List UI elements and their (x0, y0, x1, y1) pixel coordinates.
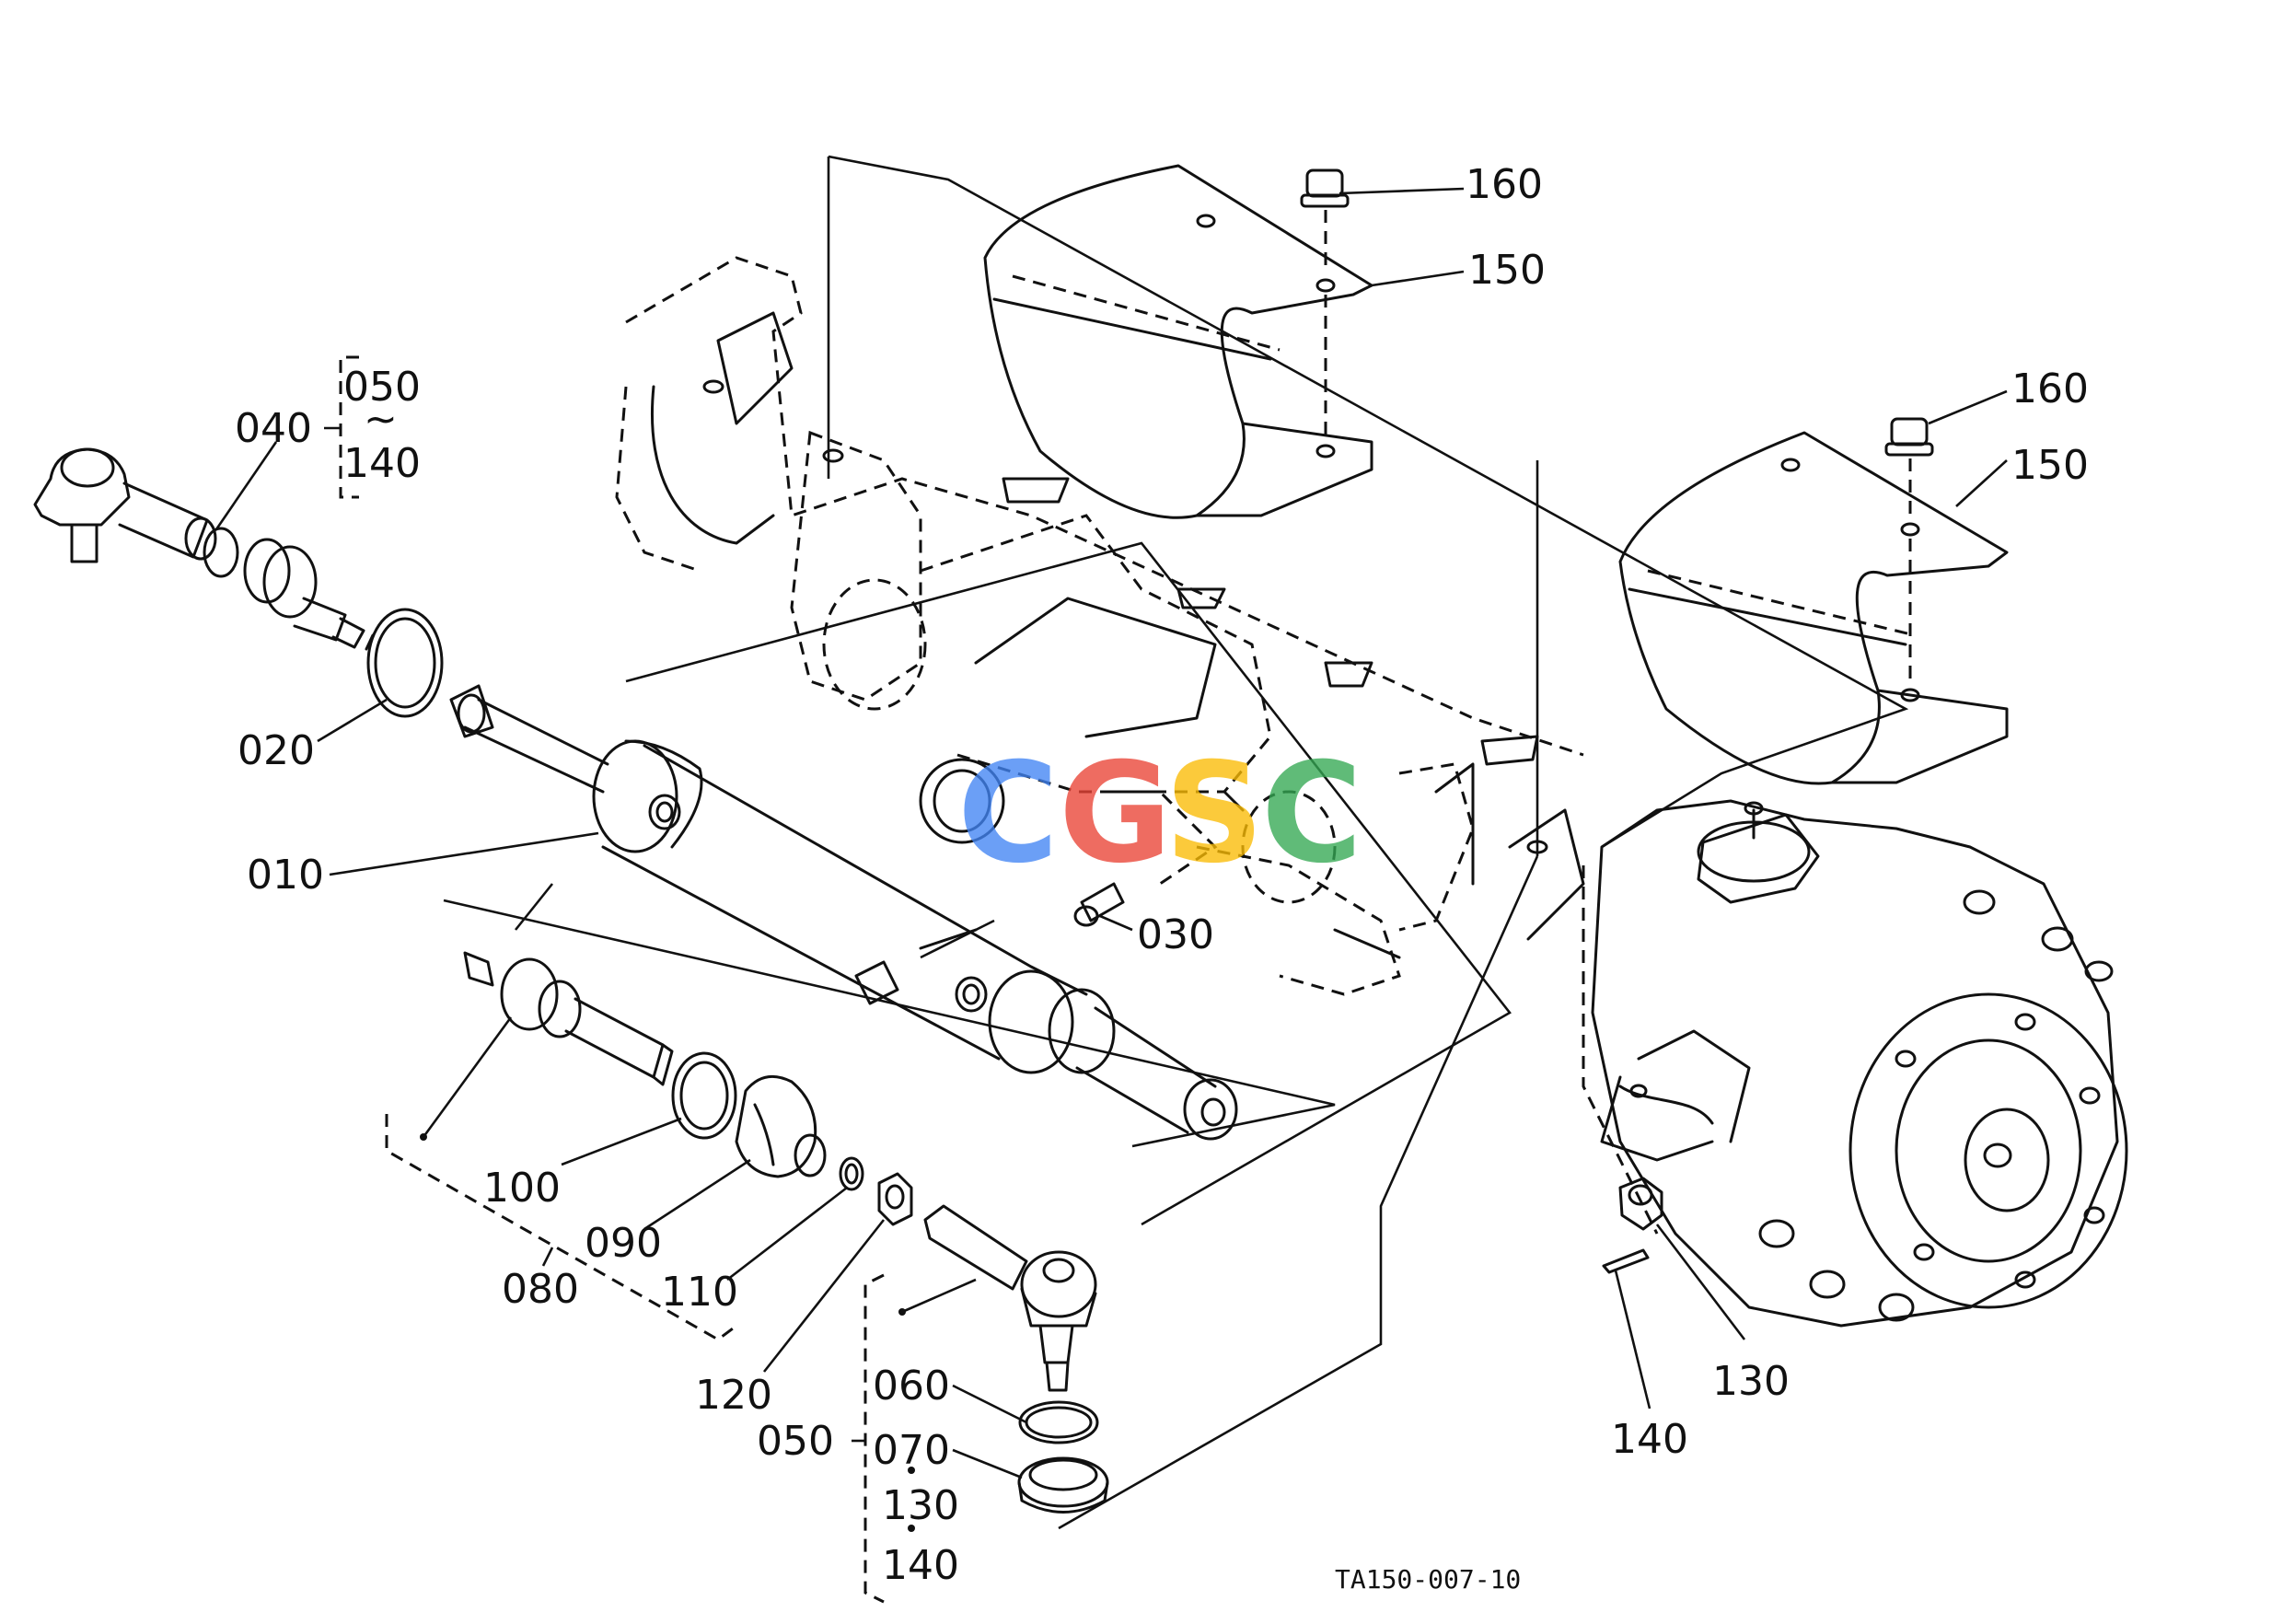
cotter-pin (1602, 1248, 1650, 1274)
watermark-s: S (1165, 734, 1264, 894)
label-050-range-start: 050 (343, 364, 421, 411)
axle-housing (615, 256, 1585, 996)
main-assembly-frame (443, 155, 1909, 1530)
drawing-number: TA150-007-10 (1335, 1564, 1521, 1595)
clip (839, 1156, 864, 1191)
label-130-list: 130 (882, 1482, 959, 1529)
label-110: 110 (661, 1269, 738, 1316)
cover-plate-lower (1618, 431, 2009, 785)
label-040: 040 (235, 405, 312, 452)
label-010: 010 (247, 852, 324, 899)
dust-cap (1017, 1456, 1109, 1514)
dust-boot (735, 1074, 827, 1178)
castle-nut (1618, 1177, 1663, 1231)
label-150-lower: 150 (2011, 442, 2089, 489)
final-drive-hub (1582, 799, 2128, 1328)
label-140-list: 140 (882, 1542, 959, 1589)
watermark-c1: C (957, 734, 1059, 894)
part-labels: 040 050 ~ 140 020 010 030 160 150 160 15… (235, 161, 2089, 1595)
bolt-upper (1300, 168, 1350, 267)
label-020: 020 (238, 727, 315, 774)
watermark-c2: C (1261, 734, 1362, 894)
label-060: 060 (873, 1363, 950, 1409)
group-bracket-080 (385, 1114, 737, 1341)
label-range-tilde: ~ (364, 396, 398, 443)
label-050-assembly: 050 (757, 1418, 834, 1465)
label-130: 130 (1712, 1358, 1790, 1405)
cover-plate-upper (983, 164, 1373, 519)
watermark-g: G (1059, 734, 1172, 894)
label-030: 030 (1137, 911, 1214, 958)
label-160-upper: 160 (1466, 161, 1543, 208)
grease-fitting (1073, 882, 1125, 927)
group-bracket-050 (852, 1273, 885, 1604)
label-120: 120 (695, 1372, 772, 1419)
label-090: 090 (585, 1220, 662, 1267)
label-070: 070 (873, 1427, 950, 1474)
lock-nut (877, 1172, 913, 1226)
o-ring (671, 1051, 737, 1140)
label-140-range-end: 140 (343, 440, 421, 487)
label-140: 140 (1611, 1416, 1688, 1463)
label-150-upper: 150 (1468, 247, 1546, 294)
sequence-dot (908, 1525, 915, 1532)
label-080: 080 (502, 1266, 579, 1313)
tie-rod-end-right (923, 1204, 1097, 1392)
steering-cylinder (449, 684, 1238, 1141)
group-bracket-040 (324, 355, 359, 499)
snap-ring (365, 608, 444, 718)
tie-rod-end-left (33, 447, 365, 649)
label-100: 100 (483, 1165, 561, 1212)
seal-ring (1018, 1400, 1099, 1444)
leader-dot (420, 1133, 427, 1141)
sequence-dot (908, 1467, 915, 1474)
leader-dot (898, 1308, 906, 1316)
label-160-lower: 160 (2011, 365, 2089, 412)
inner-tie-rod (463, 951, 674, 1086)
leader-lines (214, 187, 2008, 1532)
bolt-lower (1884, 417, 1934, 516)
watermark-logo: C G S C (957, 734, 1362, 894)
